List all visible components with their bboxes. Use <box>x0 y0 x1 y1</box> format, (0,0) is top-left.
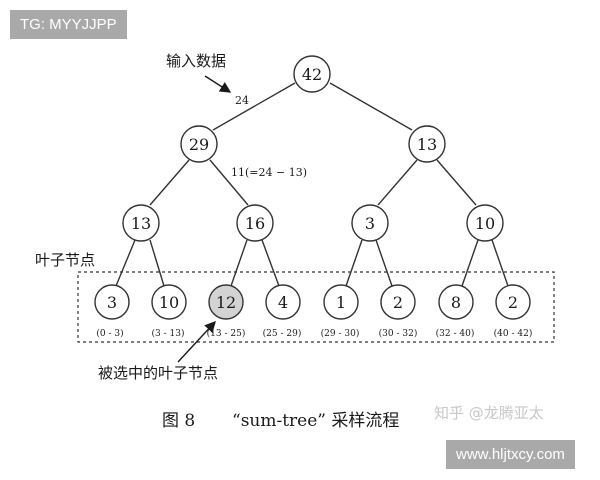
node-value: 13 <box>417 135 437 154</box>
tree-nodes <box>94 55 531 320</box>
node-value: 16 <box>245 214 265 233</box>
node-value: 29 <box>189 135 209 154</box>
leaf-value: 2 <box>508 293 518 312</box>
figure-number: 图 8 <box>162 411 195 431</box>
internal-node <box>351 204 389 242</box>
leaf-node <box>495 284 531 320</box>
input-value: 24 <box>235 94 249 107</box>
input-label: 输入数据 <box>166 52 226 70</box>
selected-arrow <box>177 320 216 363</box>
leaf-range: (13 - 25) <box>207 328 246 339</box>
leaf-value: 8 <box>451 293 461 312</box>
leaf-value: 3 <box>107 293 117 312</box>
internal-node <box>236 204 274 242</box>
leaf-range: (29 - 30) <box>321 328 360 339</box>
input-arrow <box>204 75 232 93</box>
root-value: 42 <box>302 65 322 84</box>
leaf-range: (40 - 42) <box>494 328 533 339</box>
bottom-watermark: www.hljtxcy.com <box>446 440 575 469</box>
leaf-range: (0 - 3) <box>96 328 123 339</box>
edge <box>375 239 393 287</box>
internal-node <box>408 125 446 163</box>
edge <box>149 239 165 287</box>
leaf-value: 2 <box>393 293 403 312</box>
node-value: 13 <box>131 214 151 233</box>
leaf-node-selected <box>208 284 244 320</box>
edge <box>261 239 280 287</box>
leaf-node <box>151 284 187 320</box>
leaf-nodes-label: 叶子节点 <box>35 251 95 269</box>
edge <box>461 239 479 287</box>
internal-node <box>180 125 218 163</box>
leaf-node <box>323 284 359 320</box>
internal-node <box>122 204 160 242</box>
edge <box>115 239 136 287</box>
edge <box>377 159 418 206</box>
zhihu-watermark: 知乎 @龙腾亚太 <box>434 404 544 422</box>
edge <box>230 239 248 287</box>
leaf-range: (25 - 29) <box>263 328 302 339</box>
remainder-label: 11(=24 − 13) <box>231 166 307 179</box>
leaf-range: (30 - 32) <box>379 328 418 339</box>
figure-title: “sum-tree” 采样流程 <box>232 411 399 431</box>
edge <box>212 82 296 131</box>
edge <box>149 159 190 206</box>
leaf-value: 10 <box>159 293 179 312</box>
leaf-value: 12 <box>216 293 236 312</box>
edge <box>436 159 477 206</box>
top-watermark: TG: MYYJJPP <box>10 10 127 39</box>
leaf-range: (3 - 13) <box>152 328 185 339</box>
leaf-node <box>265 284 301 320</box>
leaf-node <box>380 284 416 320</box>
edge <box>491 239 509 287</box>
leaf-group-box <box>77 271 555 343</box>
leaf-value: 1 <box>336 293 346 312</box>
node-value: 10 <box>475 214 495 233</box>
edge <box>209 159 249 206</box>
tree-edges <box>115 82 509 287</box>
leaf-value: 4 <box>278 293 288 312</box>
internal-node <box>466 204 504 242</box>
leaf-node <box>94 284 130 320</box>
leaf-range: (32 - 40) <box>436 328 475 339</box>
selected-leaf-label: 被选中的叶子节点 <box>98 364 218 382</box>
root-node <box>293 55 331 93</box>
edge <box>329 82 413 131</box>
node-value: 3 <box>365 214 375 233</box>
leaf-node <box>438 284 474 320</box>
edge <box>345 239 363 287</box>
